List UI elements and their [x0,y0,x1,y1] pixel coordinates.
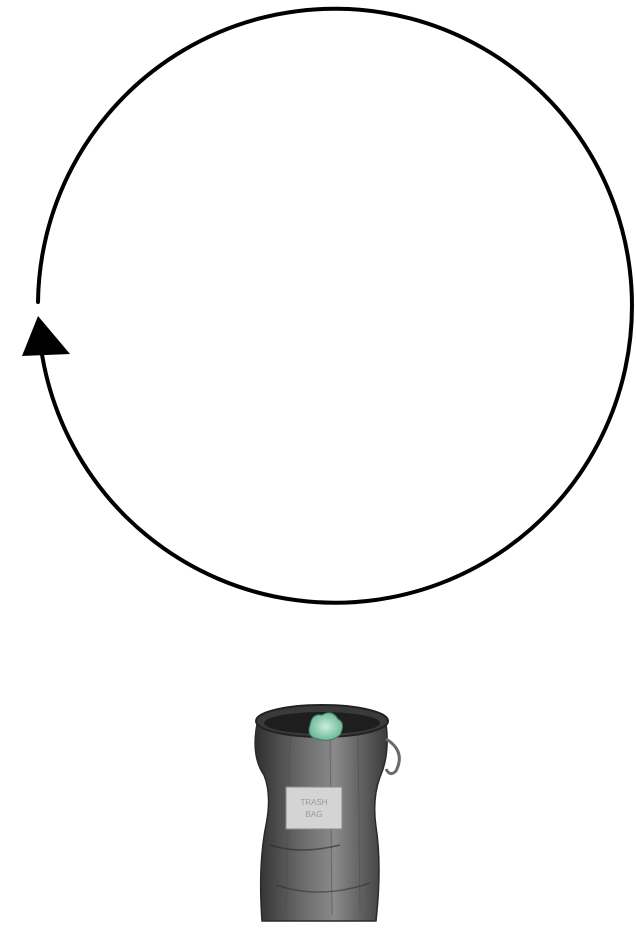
trash-can-icon: TRASH BAG [240,695,410,929]
sticker-line-2: BAG [306,810,323,819]
cycle-ring [38,9,632,603]
trash-can-sticker [286,787,342,829]
cycle-arrowhead-icon [22,316,70,356]
cycle-loop [0,0,636,620]
trash-can-handle [386,739,399,774]
sticker-line-1: TRASH [300,798,327,807]
